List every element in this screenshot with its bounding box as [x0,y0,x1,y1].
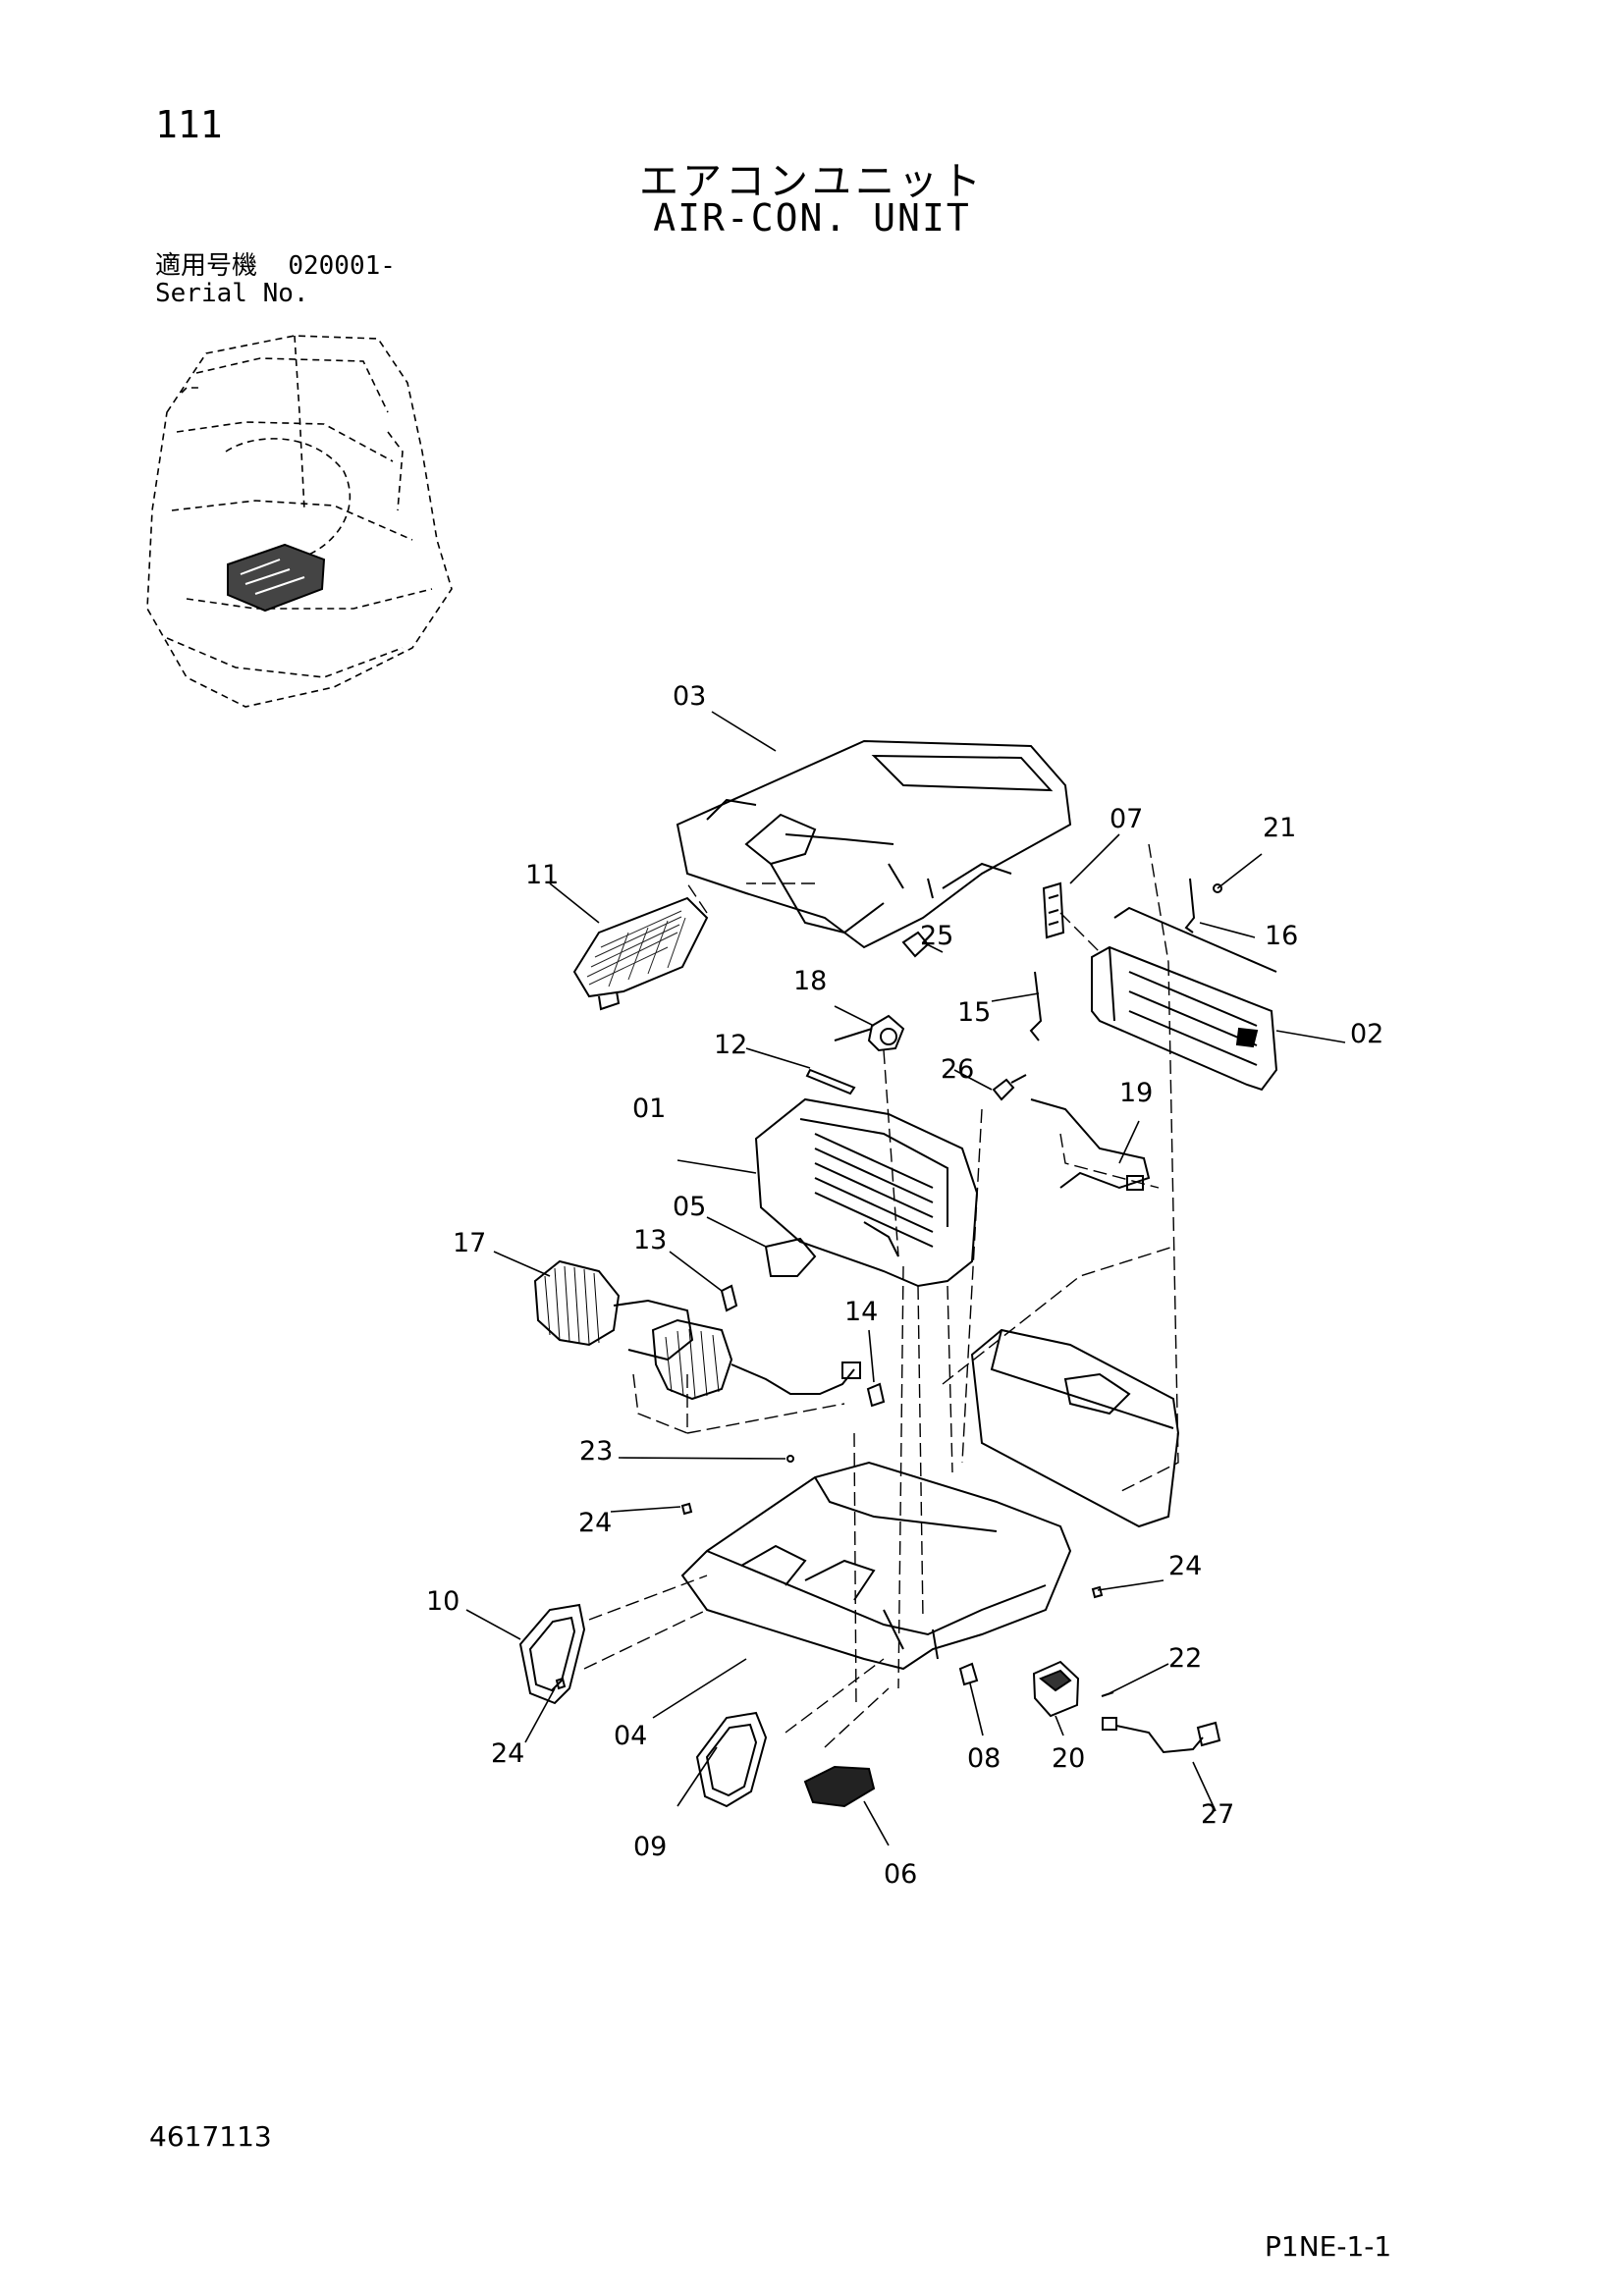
callout-24-a: 24 [578,1508,612,1538]
callout-06: 06 [884,1859,917,1890]
serial-label-en: Serial No. [155,279,309,308]
part-bracket-07 [1042,881,1065,939]
part-sensor-26 [992,1074,1027,1101]
callout-08: 08 [967,1743,1001,1774]
callout-27: 27 [1201,1799,1234,1830]
part-clip-15 [1029,971,1043,1041]
part-filter [572,896,709,1011]
part-clip-16 [1184,878,1222,934]
callout-01: 01 [632,1094,666,1124]
callout-17: 17 [453,1228,486,1258]
document-number: 4617113 [149,2120,272,2153]
callout-22: 22 [1168,1643,1202,1674]
callout-12: 12 [714,1030,747,1060]
callout-20: 20 [1052,1743,1085,1774]
callout-14: 14 [844,1297,878,1327]
callout-25: 25 [920,921,953,951]
callout-03: 03 [673,681,706,712]
callout-19: 19 [1119,1078,1153,1108]
part-heater-core [1091,906,1278,1092]
part-rod-12 [805,1068,856,1095]
title-english: AIR-CON. UNIT [653,196,971,240]
serial-label-jp: 適用号機 [155,251,258,281]
serial-number-block: 適用号機 020001- Serial No. [155,252,396,307]
machine-overview-illustration [146,335,453,708]
part-23 [786,1455,794,1463]
callout-24-c: 24 [491,1738,524,1769]
callout-04: 04 [614,1721,647,1751]
part-24-pins [555,1502,1104,1690]
callout-13: 13 [633,1225,667,1255]
callout-05: 05 [673,1192,706,1222]
callout-24-b: 24 [1168,1551,1202,1581]
callout-16: 16 [1265,921,1298,951]
part-08 [958,1662,979,1686]
part-lower-case [680,1461,1072,1671]
callout-18: 18 [793,966,827,996]
part-blower-motor [533,1259,861,1401]
part-harness-27 [1102,1717,1221,1754]
callout-10: 10 [426,1586,460,1617]
part-upper-case [676,739,1072,949]
overview-aircon-unit-highlight [227,543,326,613]
part-actuator-18 [834,1014,905,1052]
part-resistor-20 [1032,1660,1080,1718]
callout-21: 21 [1263,813,1296,843]
callout-labels: 03 11 07 21 16 25 15 02 18 12 26 19 01 0… [426,681,1383,1890]
part-cap-06 [803,1765,876,1808]
callout-11: 11 [525,860,559,890]
serial-value: 020001- [288,251,396,281]
callout-07: 07 [1110,804,1143,834]
page-number: 111 [155,103,223,146]
part-duct [970,1328,1180,1528]
part-13 [720,1284,738,1312]
callout-15: 15 [957,997,991,1028]
title-japanese: エアコンユニット [639,159,985,204]
callout-09: 09 [633,1832,667,1862]
part-evaporator [754,1097,979,1288]
sheet-id: P1NE-1-1 [1265,2230,1392,2263]
part-05 [764,1237,817,1277]
assembly-guide-lines [583,843,1179,1748]
callout-02: 02 [1350,1019,1383,1049]
part-harness-19 [1030,1098,1151,1191]
part-gasket-09 [695,1711,768,1808]
callout-23: 23 [579,1436,613,1467]
callout-leader-lines [465,711,1346,1846]
part-14 [866,1382,886,1408]
part-gasket-10 [518,1603,586,1705]
callout-26: 26 [941,1054,974,1085]
